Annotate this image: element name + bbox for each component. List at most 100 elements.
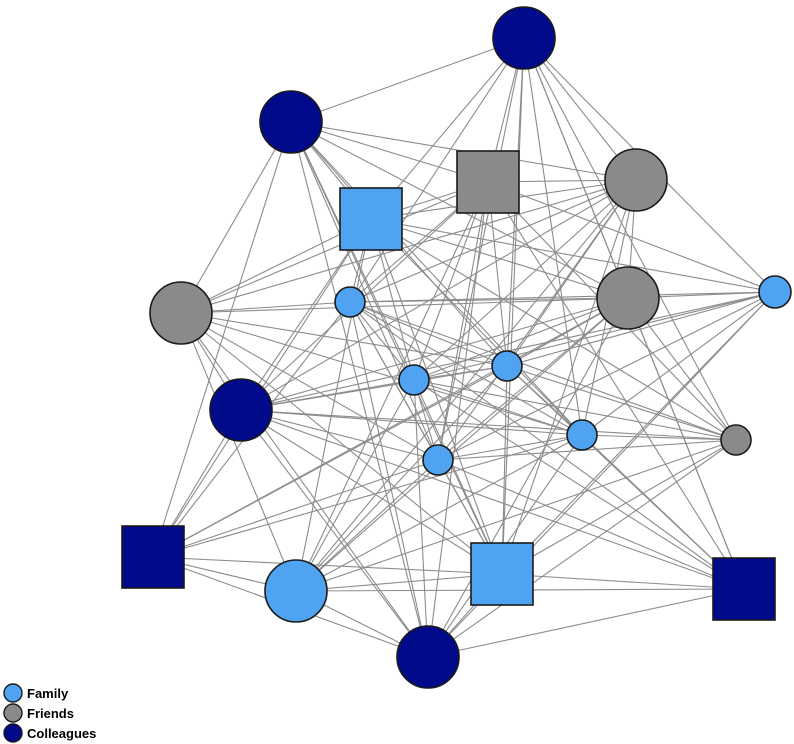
edge-n10-n17 [413, 379, 503, 575]
node-family-circle[interactable] [422, 444, 454, 476]
edge-n5-n19 [180, 312, 429, 658]
legend-item-friends: Friends [3, 703, 74, 723]
edge-n0-n14 [437, 37, 525, 461]
edge-n6-n10 [349, 301, 415, 381]
edge-n0-n1 [290, 37, 525, 123]
edge-n8-n17 [501, 291, 776, 575]
node-family-circle[interactable] [264, 559, 328, 623]
edge-n4-n12 [370, 218, 583, 436]
edge-n11-n12 [240, 409, 583, 436]
edge-n2-n14 [437, 181, 489, 461]
legend-item-colleagues: Colleagues [3, 723, 96, 743]
node-family-circle[interactable] [334, 286, 366, 318]
edge-n7-n19 [427, 297, 629, 658]
edge-n10-n19 [413, 379, 429, 658]
node-family-square[interactable] [339, 187, 403, 251]
edge-n13-n16 [295, 439, 737, 592]
edge-n6-n19 [349, 301, 429, 658]
legend-label-family: Family [27, 686, 69, 701]
edge-n3-n5 [180, 179, 637, 314]
node-colleagues-circle[interactable] [396, 625, 460, 689]
edge-n1-n2 [290, 121, 489, 183]
edge-n9-n13 [506, 365, 737, 441]
edge-n0-n6 [349, 37, 525, 303]
node-family-circle[interactable] [491, 350, 523, 382]
edge-n7-n16 [295, 297, 629, 592]
node-family-circle[interactable] [398, 364, 430, 396]
edge-n5-n9 [180, 312, 508, 367]
edge-n12-n14 [437, 434, 583, 461]
edge-n8-n9 [506, 291, 776, 367]
edge-n7-n10 [413, 297, 629, 381]
edge-n4-n8 [370, 218, 776, 293]
edge-n12-n13 [581, 434, 737, 441]
edge-n1-n5 [180, 121, 292, 314]
node-colleagues-circle[interactable] [209, 378, 273, 442]
edge-n12-n16 [295, 434, 583, 592]
edge-n9-n15 [152, 365, 508, 558]
edge-n11-n17 [240, 409, 503, 575]
node-friends-circle[interactable] [596, 266, 660, 330]
legend-swatch-family [3, 683, 23, 703]
edge-n9-n17 [501, 365, 508, 575]
edge-n11-n13 [240, 409, 737, 441]
node-friends-circle[interactable] [720, 424, 752, 456]
edge-n1-n14 [290, 121, 439, 461]
edge-n11-n19 [240, 409, 429, 658]
edge-n2-n16 [295, 181, 489, 592]
edge-n3-n16 [295, 179, 637, 592]
node-family-circle[interactable] [758, 275, 792, 309]
node-colleagues-square[interactable] [121, 525, 185, 589]
edge-n11-n14 [240, 409, 439, 461]
edge-n5-n7 [180, 297, 629, 314]
node-colleagues-circle[interactable] [259, 90, 323, 154]
edge-n3-n17 [501, 179, 637, 575]
node-family-circle[interactable] [566, 419, 598, 451]
legend-swatch-colleagues [3, 723, 23, 743]
edge-n13-n14 [437, 439, 737, 461]
edge-n14-n16 [295, 459, 439, 592]
edge-n6-n12 [349, 301, 583, 436]
node-colleagues-square[interactable] [712, 557, 776, 621]
edge-n6-n8 [349, 291, 776, 303]
edge-n13-n17 [501, 439, 737, 575]
edge-n10-n16 [295, 379, 415, 592]
edge-n5-n14 [180, 312, 439, 461]
edges-layer [152, 37, 776, 658]
edge-n3-n10 [413, 179, 637, 381]
legend-item-family: Family [3, 683, 69, 703]
edge-n11-n18 [240, 409, 745, 590]
edge-n10-n13 [413, 379, 737, 441]
legend-label-colleagues: Colleagues [27, 726, 96, 741]
edge-n4-n7 [370, 218, 629, 299]
edge-n2-n5 [180, 181, 489, 314]
node-friends-square[interactable] [456, 150, 520, 214]
node-family-square[interactable] [470, 542, 534, 606]
edge-n8-n12 [581, 291, 776, 436]
edge-n10-n12 [413, 379, 583, 436]
edge-n5-n16 [180, 312, 297, 592]
edge-n5-n17 [180, 312, 503, 575]
edge-n13-n19 [427, 439, 737, 658]
legend-label-friends: Friends [27, 706, 74, 721]
node-friends-circle[interactable] [149, 281, 213, 345]
legend-swatch-friends [3, 703, 23, 723]
edge-n16-n17 [295, 573, 503, 592]
edge-n18-n19 [427, 588, 745, 658]
edge-n4-n11 [240, 218, 372, 411]
edge-n0-n13 [523, 37, 737, 441]
edge-n5-n12 [180, 312, 583, 436]
edge-n9-n16 [295, 365, 508, 592]
edge-n10-n18 [413, 379, 745, 590]
node-friends-circle[interactable] [604, 148, 668, 212]
edge-n14-n18 [437, 459, 745, 590]
edge-n4-n17 [370, 218, 503, 575]
edge-n3-n11 [240, 179, 637, 411]
edge-n17-n18 [501, 573, 745, 590]
node-colleagues-circle[interactable] [492, 6, 556, 70]
edge-n8-n14 [437, 291, 776, 461]
edge-n0-n17 [501, 37, 525, 575]
edge-n1-n12 [290, 121, 583, 436]
edge-n2-n8 [487, 181, 776, 293]
